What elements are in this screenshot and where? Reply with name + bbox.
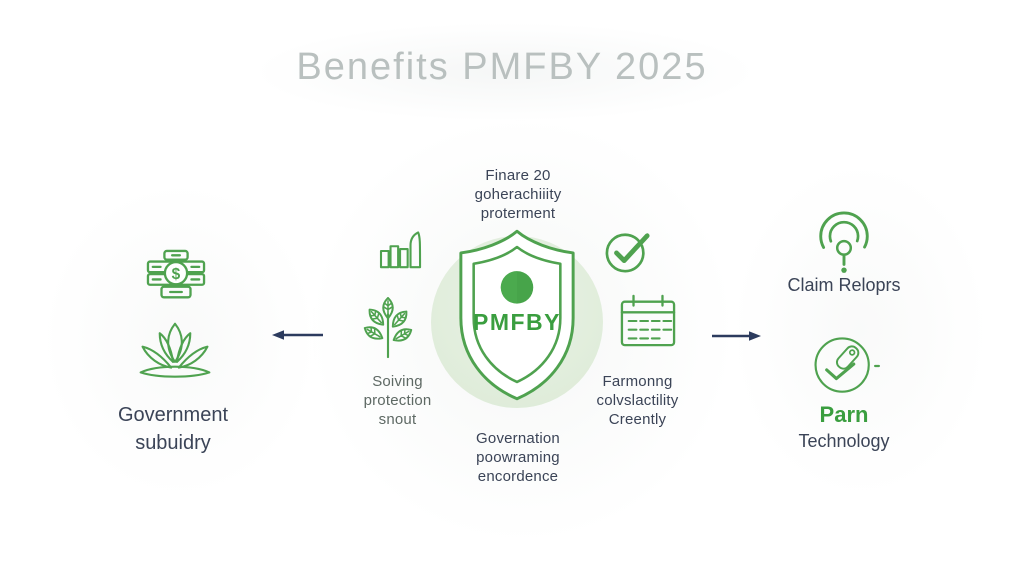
center-bottom-caption: Governation poowraming encordence [430,429,606,486]
caption-line: Creently [608,411,667,428]
tech-caption-secondary: Technology [798,431,890,451]
right-arrow-icon [712,331,761,341]
caption-line: colvslactility [596,392,679,409]
center-left-caption: Soiving protection snout [330,372,465,429]
money-stack-icon: $ [146,249,206,299]
caption-line: encordence [477,468,559,485]
caption-line: Governation [476,430,560,447]
claim-signal-icon [819,211,869,273]
caption-line: proterment [480,205,556,222]
center-right-caption: Farmonng colvslactility Creently [570,372,705,429]
shield-icon [459,229,575,401]
caption-line: snout [378,411,417,428]
left-group-caption: Government subuidry [88,401,258,457]
tag-circle-icon [814,337,881,393]
caption-line: poowraming [476,449,560,466]
lotus-plant-icon [139,322,211,378]
page-title: Benefits PMFBY 2025 [296,46,708,88]
caption-line: subuidry [135,432,211,454]
dollar-symbol: $ [172,266,181,283]
center-top-caption: Finare 20 goherachiiity proterment [430,166,606,223]
caption-line: Finare 20 [485,167,551,184]
caption-line: protection [363,392,432,409]
shield-label: PMFBY [473,309,561,335]
tech-caption-primary: Parn [819,402,869,427]
caption-line: Soiving [372,373,423,390]
caption-line: goherachiiity [474,186,562,203]
leaf-plant-icon [361,297,415,359]
caption-line: Government [117,404,229,426]
claim-caption: Claim Reloprs [787,275,901,295]
calendar-icon [620,294,676,347]
check-circle-icon [605,233,650,273]
left-arrow-icon [272,330,323,340]
bar-chart-icon [379,231,422,269]
caption-line: Farmonng [602,373,673,390]
